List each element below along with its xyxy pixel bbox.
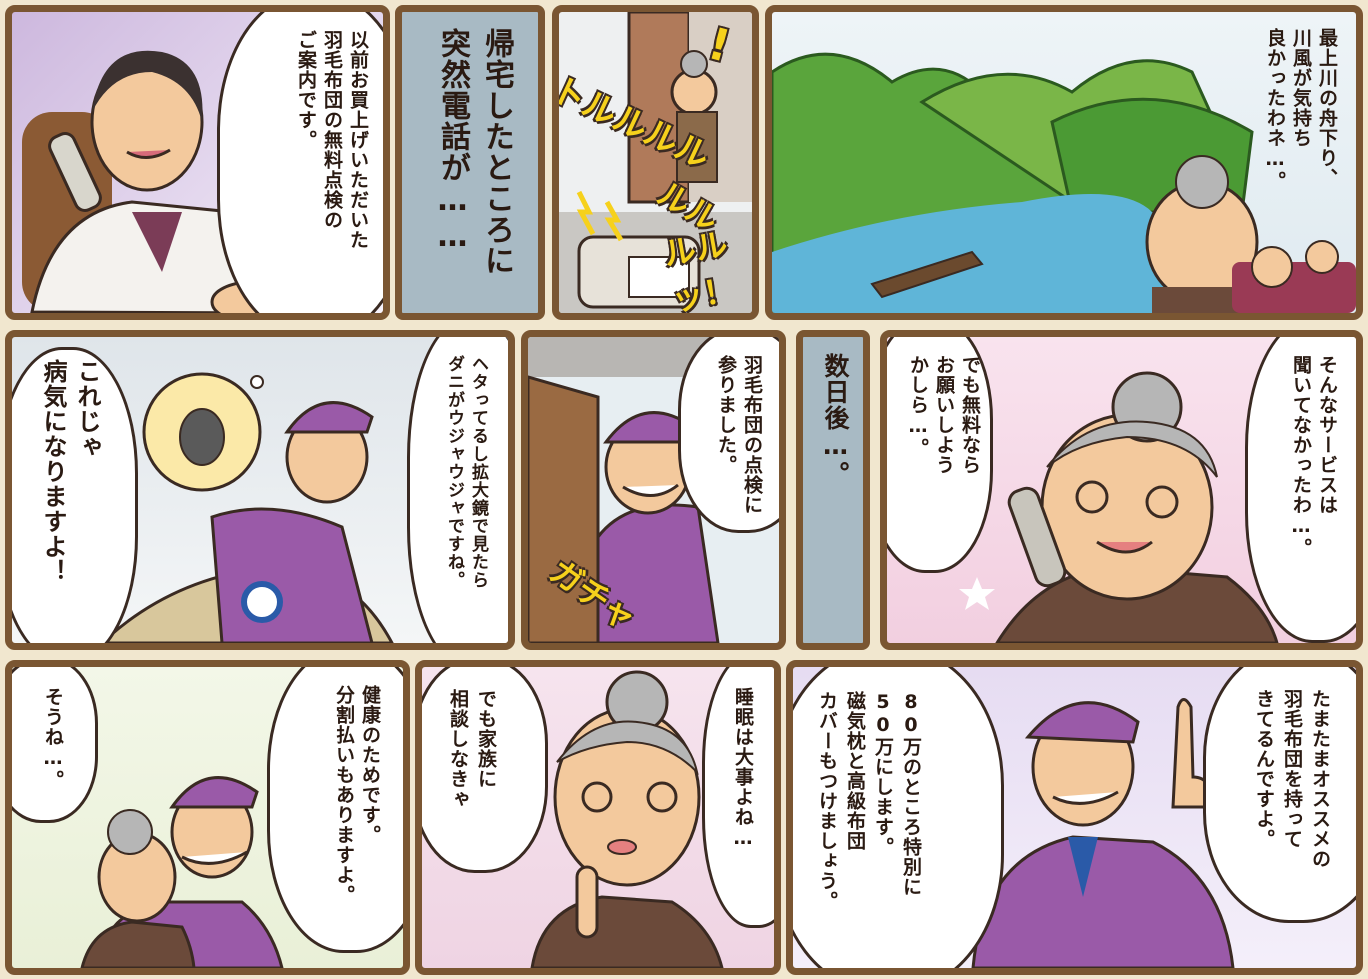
salesman-pointing-illustration: [971, 698, 1235, 968]
salesman-sick-text: これじゃ 病気になりますよ！: [39, 359, 101, 584]
speech-bubble: [422, 667, 548, 873]
grandma-free-text: でも無料なら お願いしよう かしら…。: [907, 355, 981, 475]
ringing-phone-illustration: [559, 12, 752, 313]
panel-tick-inspection: ヘタってるし拡大鏡で見たら ダニがウジャウジャですね。 これじゃ 病気になります…: [5, 330, 515, 650]
speech-bubble: [887, 337, 993, 573]
speech-bubble: [12, 667, 98, 823]
caption-text: 帰宅したところに 突然電話が……: [435, 28, 514, 276]
salesman-arrive-text: 羽毛布団の点検に 参りました。: [715, 355, 763, 515]
speech-bubble: [12, 347, 138, 643]
panel-salesman-phone: 以前お買上げいただいた 羽毛布団の無料点検の ご案内です。: [5, 5, 390, 320]
salesman-tick-text: ヘタってるし拡大鏡で見たら ダニがウジャウジャですね。: [444, 355, 488, 589]
salesman-recommend-text: たまたまオススメの 羽毛布団を持って きてるんですよ。: [1253, 689, 1331, 869]
speech-bubble: [1245, 337, 1356, 643]
speech-bubble: [267, 667, 403, 953]
panel-river-trip: 最上川の舟下り、 川風が気持ち 良かったわネ…。: [765, 5, 1363, 320]
grandma-on-phone-illustration: [932, 363, 1325, 643]
grandma-family-text: でも家族に 相談しなきゃ: [447, 689, 497, 809]
grandma-sleep-text: 睡眠は大事よね…: [732, 687, 754, 850]
salesman-call-text: 以前お買上げいただいた 羽毛布団の無料点検の ご案内です。: [295, 30, 369, 250]
salesman-and-grandma-illustration: [80, 776, 284, 968]
speech-bubble: [1203, 667, 1356, 923]
tick-inspection-illustration: [99, 372, 394, 643]
speech-bubble: [793, 667, 1004, 968]
caption-days-later: 数日後…。: [796, 330, 870, 650]
speech-bubble: [217, 12, 383, 313]
speech-bubble: [678, 337, 779, 533]
panel-grandma-agrees: そうね…。 健康のためです。 分割払いもありますよ。: [5, 660, 410, 975]
salesman-offer-text: 80万のところ特別に 50万にします。 磁気枕と高級布団 カバーもつけましょう。: [816, 691, 922, 911]
grandma-thinking-illustration: [530, 670, 724, 968]
panel-phone-ringing: ! トルルルル ルル ルルッ！: [552, 5, 759, 320]
river-trip-illustration: [772, 52, 1356, 313]
panel-salesman-offer: 80万のところ特別に 50万にします。 磁気枕と高級布団 カバーもつけましょう。…: [786, 660, 1363, 975]
phone-ring-sfx-3: ルルッ！: [660, 224, 739, 319]
caption-text: 数日後…。: [821, 353, 850, 487]
caption-sudden-call: 帰宅したところに 突然電話が……: [395, 5, 545, 320]
panel-grandma-accepts: でも無料なら お願いしよう かしら…。 そんなサービスは 聞いてなかったわ…。: [880, 330, 1363, 650]
panel-grandma-hesitates: でも家族に 相談しなきゃ 睡眠は大事よね…: [415, 660, 781, 975]
grandma-service-text: そんなサービスは 聞いてなかったわ…。: [1290, 355, 1338, 558]
grandma-trip-text: 最上川の舟下り、 川風が気持ち 良かったわネ…。: [1264, 28, 1338, 191]
salesman-health-text: 健康のためです。 分割払いもありますよ。: [333, 685, 381, 905]
grandma-sou-text: そうね…。: [42, 687, 64, 790]
panel-salesman-arrives: 羽毛布団の点検に 参りました。 ガチャ: [521, 330, 786, 650]
speech-bubble: [407, 337, 508, 643]
